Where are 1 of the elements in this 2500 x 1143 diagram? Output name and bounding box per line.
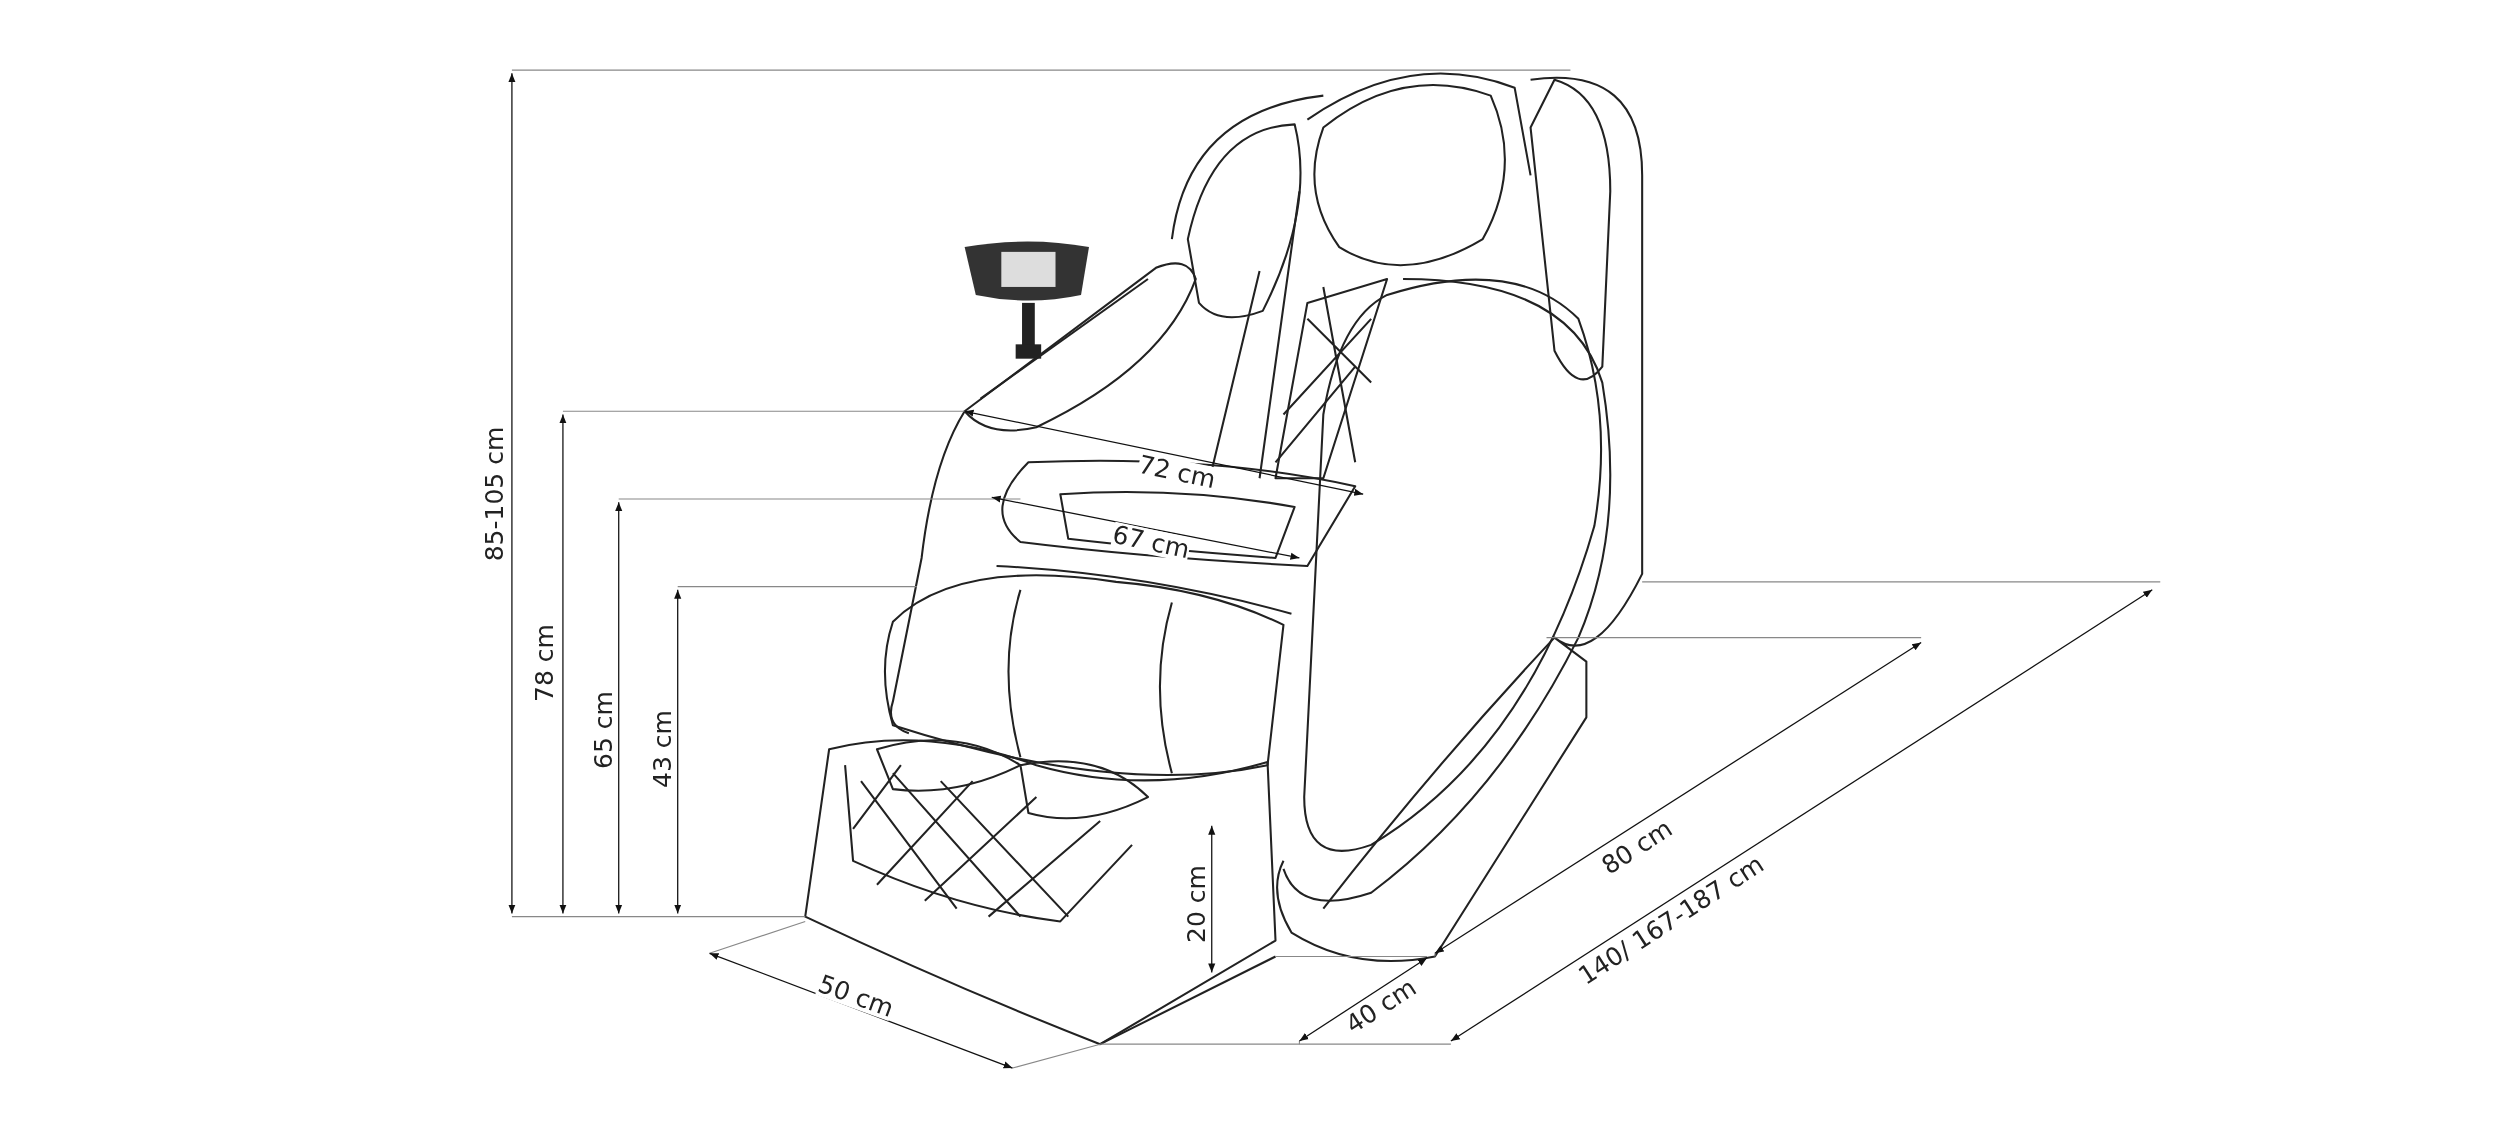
- dimension-label: 67 cm: [1110, 521, 1192, 563]
